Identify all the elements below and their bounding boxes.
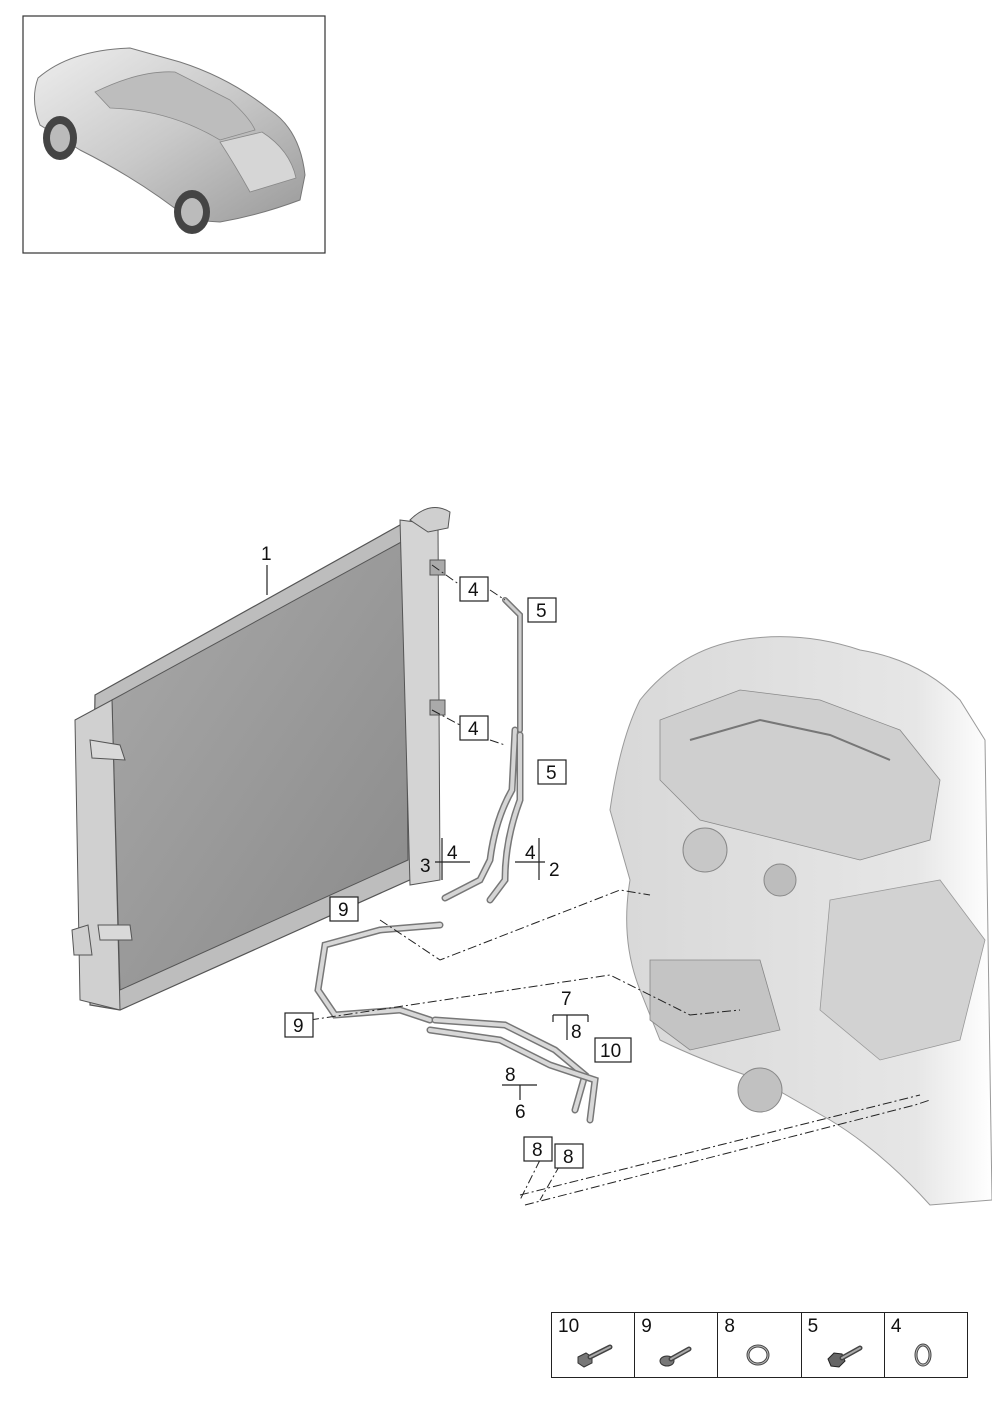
- legend-cell-5: 5: [802, 1313, 885, 1377]
- callout-bolt-upper: 5: [536, 601, 547, 622]
- callout-seal-lower: 4: [468, 719, 479, 740]
- legend-cell-8: 8: [718, 1313, 802, 1377]
- legend-cell-10: 10: [552, 1313, 636, 1377]
- callout-seal-7: 8: [571, 1022, 582, 1043]
- vehicle-thumbnail: [22, 15, 326, 254]
- hex-bolt-icon: [827, 1345, 863, 1368]
- cooler-lines: [314, 597, 599, 1124]
- legend-number: 5: [807, 1316, 819, 1337]
- callout-pipe-6: 6: [515, 1102, 526, 1123]
- callout-bracket-left: 4: [447, 843, 458, 864]
- callout-screw-upper: 9: [338, 900, 349, 921]
- callout-labels: 1 4 5 4 5 4 3 4 2 9 9 7 8 10 8 6 8 8: [261, 544, 621, 1168]
- legend-number: 4: [890, 1316, 902, 1337]
- callout-seal-upper: 4: [468, 580, 479, 601]
- legend-number: 9: [641, 1316, 652, 1337]
- callout-bracket-right: 4: [525, 843, 536, 864]
- callout-seal-6: 8: [505, 1065, 516, 1086]
- callout-radiator: 1: [261, 544, 272, 565]
- callout-pipe-7: 7: [561, 989, 572, 1010]
- seal-ring-icon: [746, 1344, 770, 1366]
- callout-screw-lower: 9: [293, 1016, 304, 1037]
- leader-lines: [309, 564, 931, 1206]
- engine-assembly: [609, 636, 992, 1206]
- callout-seal-box-b: 8: [563, 1147, 574, 1168]
- callout-bolt-10: 10: [600, 1041, 621, 1062]
- legend-number: 10: [558, 1316, 580, 1337]
- legend-cell-4: 4: [885, 1313, 967, 1377]
- legend-number: 8: [724, 1316, 735, 1337]
- flange-bolt-icon: [577, 1344, 613, 1368]
- solid-leaders: [266, 565, 589, 1100]
- legend-cell-9: 9: [635, 1313, 719, 1377]
- radiator: [71, 507, 451, 1011]
- parts-legend: 10 9 8 5 4: [551, 1312, 968, 1378]
- callout-bolt-lower: 5: [546, 763, 557, 784]
- callout-boxes: [284, 576, 632, 1169]
- callout-line-right: 2: [549, 860, 560, 881]
- callout-seal-box-a: 8: [532, 1140, 543, 1161]
- callout-line-left: 3: [420, 856, 431, 877]
- screw-icon: [659, 1346, 692, 1367]
- o-ring-icon: [914, 1343, 932, 1367]
